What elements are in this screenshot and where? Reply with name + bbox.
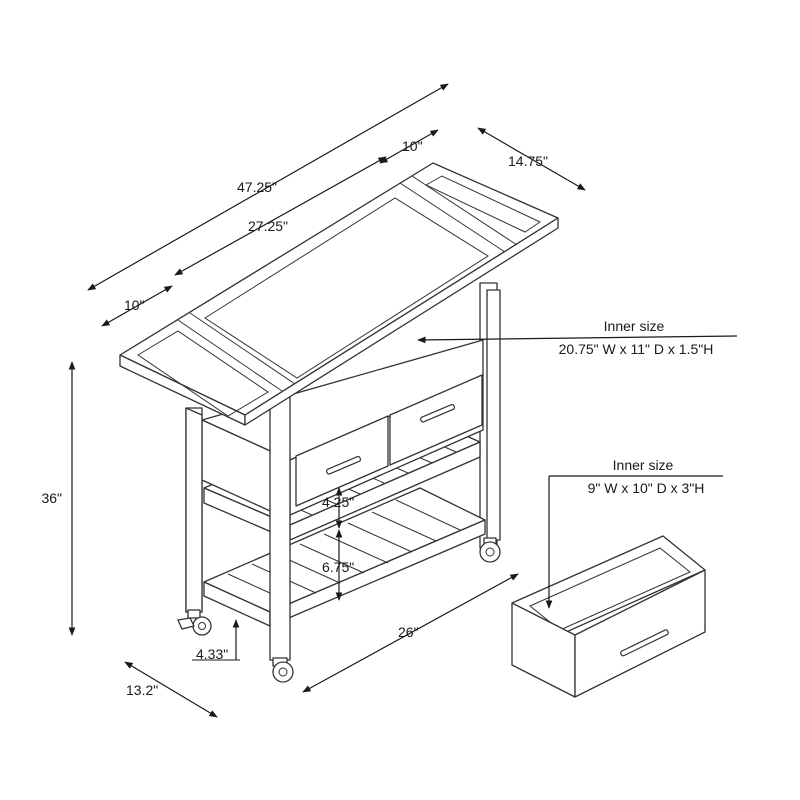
shelf-gap-lower-label: 6.75" [322, 559, 354, 575]
caster-icon [479, 537, 501, 563]
small-drawer-inner-size-value: 9" W x 10" D x 3"H [588, 480, 705, 496]
main-drawer-inner-size-heading: Inner size [604, 318, 665, 334]
base-depth-label: 13.2" [126, 682, 158, 698]
separate-drawer-illustration [511, 535, 706, 698]
base-width-label: 26" [398, 624, 419, 640]
drawer-handle-icon [620, 629, 669, 657]
shelf-gap-upper-label: 4.25" [322, 494, 354, 510]
small-drawer-inner-size-heading: Inner size [613, 457, 674, 473]
dimension-labels: 47.25" 10" 27.25" 10" 14.75" 36" 4.25" 6… [41, 138, 548, 698]
caster-height-label: 4.33" [196, 646, 228, 662]
center-top-label: 27.25" [248, 218, 288, 234]
height-label: 36" [41, 490, 62, 506]
overall-width-label: 47.25" [237, 179, 277, 195]
front-legs [185, 289, 501, 661]
main-drawer-inner-size-value: 20.75" W x 11" D x 1.5"H [559, 341, 714, 357]
main-drawer-callout: Inner size 20.75" W x 11" D x 1.5"H [417, 318, 738, 357]
drawer-handle-icon [326, 455, 362, 475]
kitchen-cart-illustration [119, 162, 559, 683]
drawer-handle-icon [420, 403, 456, 423]
dimension-lines [68, 83, 586, 718]
front-drawer-right [389, 374, 483, 466]
caster-icon [177, 609, 212, 636]
caster-icon [272, 657, 294, 683]
front-drawer-left [295, 415, 389, 507]
leaf-left-label: 10" [124, 297, 145, 313]
casters [177, 537, 501, 683]
leaf-right-label: 10" [402, 138, 423, 154]
top-depth-label: 14.75" [508, 153, 548, 169]
small-drawer-callout: Inner size 9" W x 10" D x 3"H [545, 457, 723, 609]
